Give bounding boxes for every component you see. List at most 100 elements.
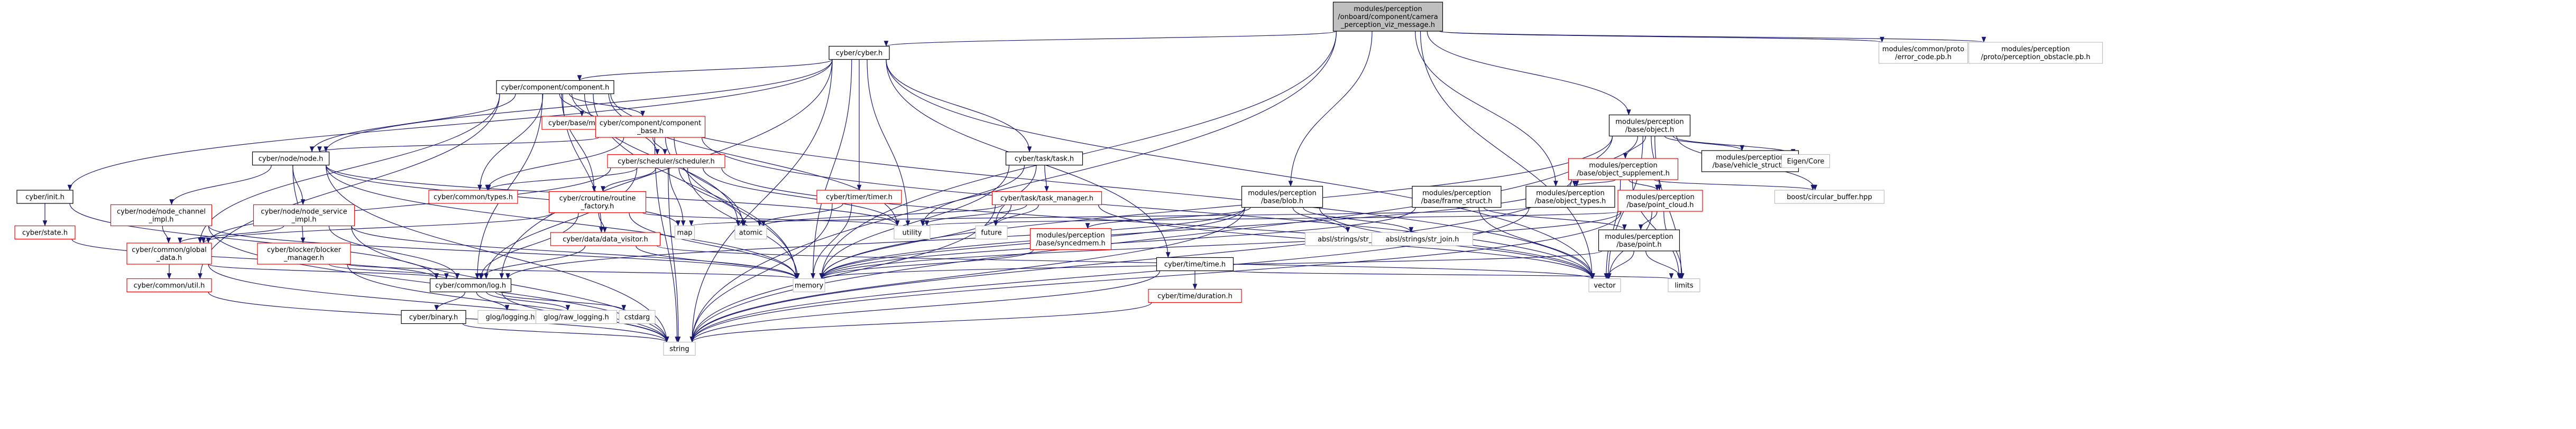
graph-node-glog: glog/logging.h [477,310,543,324]
graph-node-box[interactable] [126,278,212,293]
graph-node-cyber-h[interactable]: cyber/cyber.h [829,45,890,60]
graph-node-box[interactable] [257,243,351,265]
graph-node-component-base[interactable]: cyber/component/component_base.h [595,116,706,138]
dependency-edge [67,59,833,191]
graph-node-label: /base/vehicle_struct.h [1713,162,1788,170]
dependency-edge [324,59,833,153]
graph-node-box[interactable] [1598,229,1680,251]
graph-node-label: _impl.h [148,216,173,224]
graph-node-node-service[interactable]: cyber/node/node_service_impl.h [253,204,355,227]
graph-node-box [894,225,931,240]
dependency-edge [479,245,586,279]
dependency-edge [475,94,543,279]
graph-node-blocker-mgr[interactable]: cyber/blocker/blocker_manager.h [257,243,351,265]
graph-node-label: modules/perception [1589,162,1657,170]
graph-node-box[interactable] [829,45,890,60]
graph-node-label: cyber/component/component.h [501,84,610,92]
graph-node-box[interactable] [550,232,661,246]
graph-node-box[interactable] [816,190,902,204]
dependency-edge [689,207,1530,227]
graph-node-object-types[interactable]: modules/perception/base/object_types.h [1525,185,1615,208]
graph-node-box[interactable] [1029,228,1112,250]
graph-node-label: cyber/common/util.h [134,282,205,290]
graph-node-box[interactable] [1412,185,1502,208]
graph-node-init-h[interactable]: cyber/init.h [16,190,73,204]
graph-node-label: cyber/node/node.h [259,155,323,163]
graph-node-common-types[interactable]: cyber/common/types.h [428,190,518,204]
graph-node-box[interactable] [428,190,518,204]
graph-node-log-h[interactable]: cyber/common/log.h [429,278,512,293]
dependency-edge [561,94,596,192]
graph-node-label: modules/perception [1036,232,1105,240]
graph-node-box[interactable] [1568,158,1679,180]
dependency-edge [1439,31,1986,43]
graph-node-time-h[interactable]: cyber/time/time.h [1156,257,1234,272]
graph-node-box[interactable] [1241,185,1323,208]
dependency-edge [819,136,1613,279]
graph-node-label: modules/perception [2001,45,2069,53]
graph-node-routine-factory[interactable]: cyber/croutine/routine_factory.h [548,191,647,213]
graph-node-box[interactable] [16,190,73,204]
dependency-edge [476,292,510,311]
graph-node-box[interactable] [429,278,512,293]
dependency-edge [811,59,852,279]
dependency-edge [689,203,833,343]
graph-node-box[interactable] [607,154,725,169]
graph-node-node-channel[interactable]: cyber/node/node_channel_impl.h [110,204,213,227]
graph-node-box[interactable] [991,191,1102,206]
graph-node-node-h[interactable]: cyber/node/node.h [252,151,330,166]
graph-node-box[interactable] [496,80,614,95]
graph-node-binary-h[interactable]: cyber/binary.h [401,310,466,324]
graph-node-frame-struct[interactable]: modules/perception/base/frame_struct.h [1412,185,1502,208]
graph-node-timer-h[interactable]: cyber/timer/timer.h [816,190,902,204]
dependency-edge [505,207,1246,279]
graph-node-object-h[interactable]: modules/perception/base/object.h [1608,114,1691,137]
graph-node-label: modules/perception [1422,190,1491,198]
graph-node-box[interactable] [1608,114,1691,137]
graph-node-global-data[interactable]: cyber/common/global_data.h [126,243,212,265]
graph-node-box[interactable] [1148,288,1242,303]
dependency-edge [1628,179,1660,191]
graph-node-object-supplement[interactable]: modules/perception/base/object_supplemen… [1568,158,1679,180]
graph-node-box [1781,154,1830,169]
graph-node-scheduler-h[interactable]: cyber/scheduler/scheduler.h [607,154,725,169]
graph-node-syncedmem[interactable]: modules/perception/base/syncedmem.h [1029,228,1112,250]
dependency-edge [1439,31,1884,43]
graph-node-box[interactable] [14,225,76,240]
graph-node-box [1968,42,2103,64]
graph-node-blob-h[interactable]: modules/perception/base/blob.h [1241,185,1323,208]
graph-node-box[interactable] [110,204,213,227]
graph-node-box[interactable] [1156,257,1234,272]
dependency-edge [884,31,1337,47]
graph-node-box[interactable] [595,116,706,138]
graph-node-box[interactable] [1617,190,1703,212]
graph-node-box[interactable] [1525,185,1615,208]
graph-node-util-h[interactable]: cyber/common/util.h [126,278,212,293]
graph-node-box[interactable] [253,204,355,227]
graph-node-label: cyber/scheduler/scheduler.h [618,158,715,166]
dependency-edge [495,291,626,311]
graph-node-point-cloud[interactable]: modules/perception/base/point_cloud.h [1617,190,1703,212]
graph-node-task-h[interactable]: cyber/task/task.h [1005,151,1083,166]
graph-node-box [793,278,825,293]
graph-node-box[interactable] [401,310,466,324]
graph-node-time-duration[interactable]: cyber/time/duration.h [1148,288,1242,303]
dependency-edge [668,167,686,227]
graph-node-task-manager[interactable]: cyber/task/task_manager.h [991,191,1102,206]
graph-node-state-h[interactable]: cyber/state.h [14,225,76,240]
graph-node-label: boost/circular_buffer.hpp [1787,193,1872,201]
graph-node-box[interactable] [252,151,330,166]
graph-node-label: cyber/blocker/blocker [267,246,342,254]
graph-node-box [663,341,696,356]
graph-node-data-visitor[interactable]: cyber/data/data_visitor.h [550,232,661,246]
dependency-edge [656,245,1594,279]
graph-node-label: _manager.h [283,254,324,262]
graph-node-box[interactable] [1005,151,1083,166]
dependency-edge [1478,207,1595,279]
graph-node-component-h[interactable]: cyber/component/component.h [496,80,614,95]
graph-node-point-h[interactable]: modules/perception/base/point.h [1598,229,1680,251]
graph-node-box[interactable] [548,191,647,213]
dependency-edge [317,137,600,153]
graph-node-box[interactable] [126,243,212,265]
